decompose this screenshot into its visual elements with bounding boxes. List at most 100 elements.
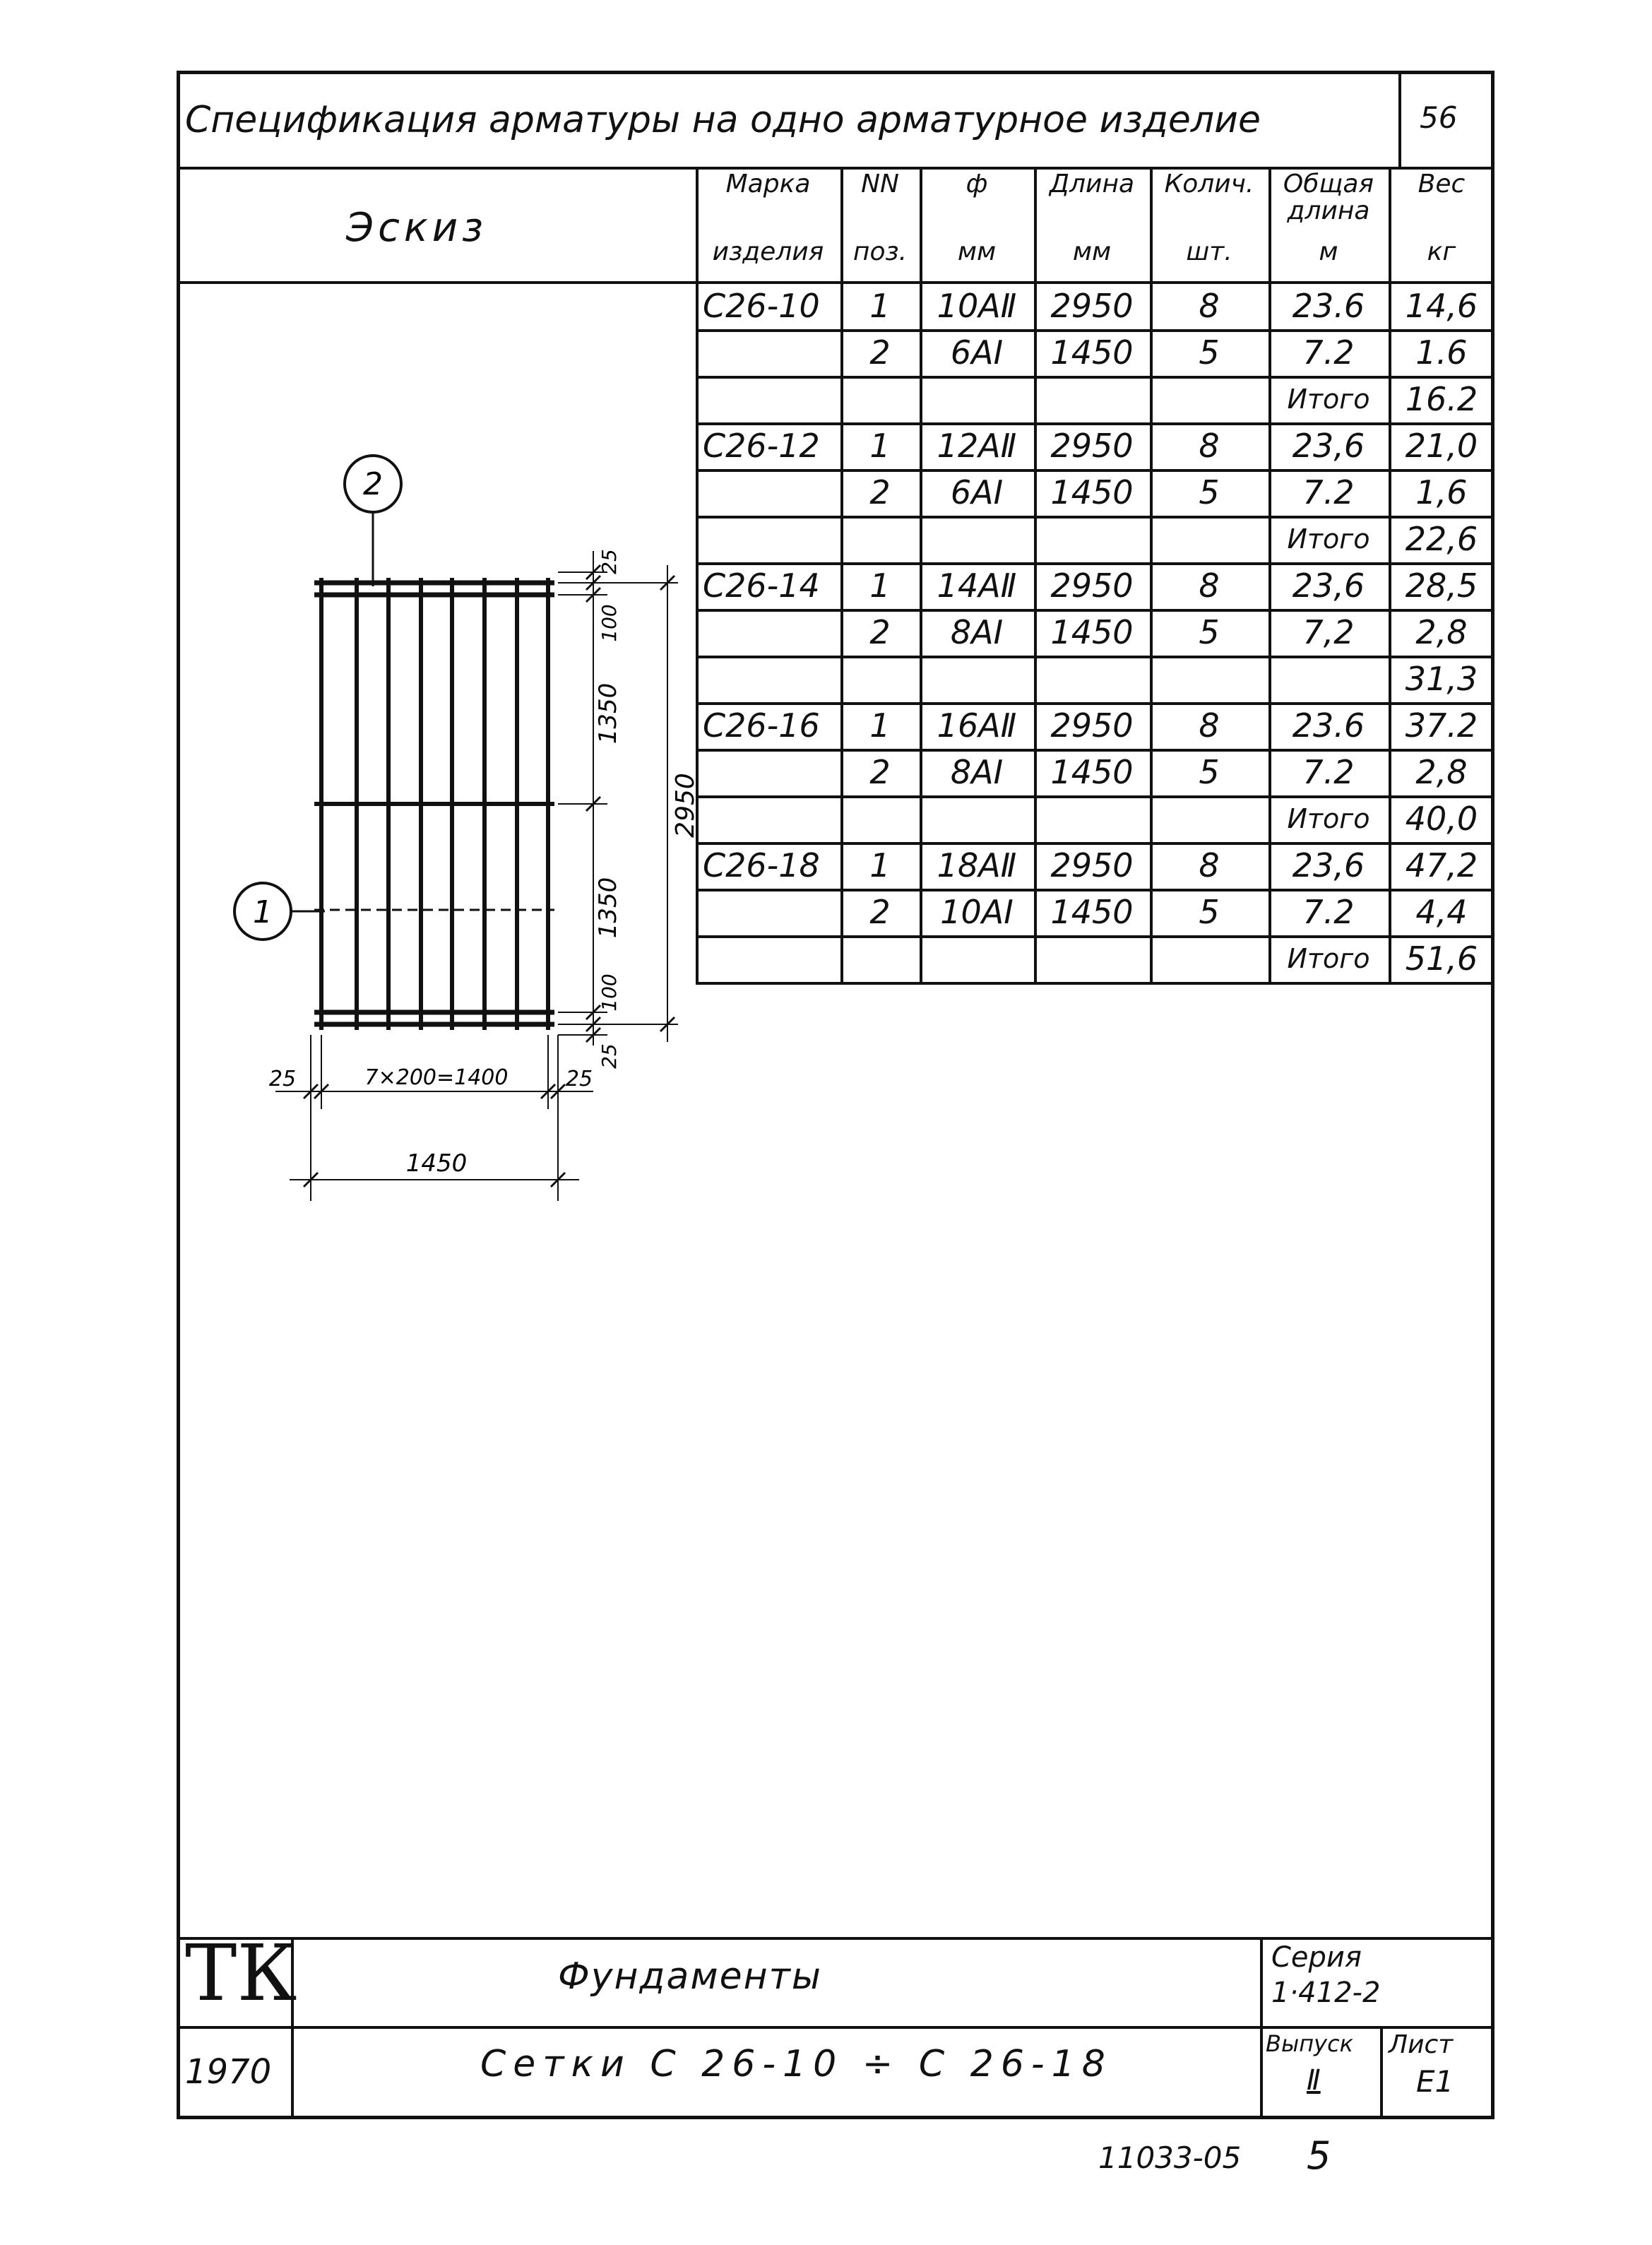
table-cell: 1 [869, 567, 891, 605]
dim-25-bottom: 25 [598, 1043, 621, 1069]
header-col-divider [1268, 167, 1271, 982]
table-cell [1034, 795, 1150, 842]
table-cell: 2950 [1050, 706, 1134, 745]
table-cell [1150, 795, 1268, 842]
table-cell: 8 [1199, 846, 1220, 884]
table-cell [696, 935, 848, 982]
table-cell: 23.6 [1292, 287, 1365, 325]
table-cell [840, 795, 920, 842]
table-cell [920, 795, 1034, 842]
dim-2950: 2950 [671, 773, 700, 838]
table-cell [696, 656, 848, 702]
table-cell: 8 [1199, 427, 1220, 465]
archive-code: 11033-05 [1098, 2140, 1242, 2175]
column-header-unit: мм [1072, 237, 1112, 266]
table-cell: 8 [1199, 567, 1220, 605]
header-col-divider [840, 167, 843, 982]
table-cell: 2950 [1050, 567, 1134, 605]
table-cell [696, 329, 848, 376]
table-cell: C26-12 [703, 427, 820, 465]
dim-25-top: 25 [598, 549, 621, 574]
table-cell: C26-18 [703, 846, 820, 884]
table-cell [696, 376, 848, 422]
table-cell: 8 [1199, 287, 1220, 325]
table-row-line [696, 795, 1494, 798]
dim-25-left: 25 [269, 1067, 296, 1091]
dim-1350-a: 1350 [594, 683, 622, 745]
table-cell: Итого [1287, 803, 1370, 834]
table-cell: 4,4 [1415, 893, 1468, 931]
table-cell: 14,6 [1405, 287, 1478, 325]
table-cell: 23.6 [1292, 706, 1365, 745]
table-cell: 1450 [1050, 473, 1134, 511]
table-cell: 1.6 [1415, 333, 1468, 372]
table-row-line [696, 422, 1494, 425]
table-cell: 2950 [1050, 427, 1134, 465]
table-cell: 51,6 [1405, 940, 1478, 978]
column-header-bottom [177, 281, 1494, 284]
sheet-label: Лист [1389, 2030, 1454, 2059]
column-header: NN [861, 170, 899, 199]
table-cell: 18AⅡ [937, 846, 1017, 884]
issue-label: Выпуск [1266, 2030, 1353, 2057]
table-cell: 6AI [950, 473, 1004, 511]
table-cell: 16AⅡ [937, 706, 1017, 745]
table-cell: 5 [1199, 753, 1220, 791]
table-cell [840, 516, 920, 562]
header-col-divider [920, 167, 922, 982]
column-header-unit: шт. [1186, 237, 1232, 266]
table-cell: 10AI [940, 893, 1014, 931]
table-cell [840, 935, 920, 982]
table-cell: Итого [1287, 943, 1370, 974]
table-cell: 40,0 [1405, 800, 1478, 838]
dim-1350-b: 1350 [594, 877, 622, 939]
table-cell [696, 795, 848, 842]
table-row-line [696, 702, 1494, 705]
column-header-unit: м [1319, 237, 1338, 266]
table-row-line [696, 469, 1494, 472]
table-cell: 1 [869, 287, 891, 325]
table-cell: 7.2 [1302, 333, 1355, 372]
project-title: Фундаменты [558, 1955, 822, 1998]
table-cell: C26-16 [703, 706, 820, 745]
dim-1450: 1450 [406, 1149, 468, 1178]
title-block-sheet-divider [1380, 2026, 1383, 2119]
table-cell: 2 [869, 893, 891, 931]
page-number: 56 [1420, 100, 1458, 135]
table-cell [696, 749, 848, 795]
header-bottom-line [177, 167, 1494, 170]
table-cell: Итого [1287, 523, 1370, 555]
series-value: 1·412-2 [1271, 1977, 1381, 2009]
table-cell [1150, 656, 1268, 702]
table-cell: 12AⅡ [937, 427, 1017, 465]
table-cell: 47,2 [1405, 846, 1478, 884]
table-row-line [696, 889, 1494, 892]
column-header: Общая длина [1283, 170, 1374, 225]
table-cell: 5 [1199, 893, 1220, 931]
sheet-value: Е1 [1416, 2064, 1454, 2099]
table-cell: 1450 [1050, 333, 1134, 372]
table-cell [920, 935, 1034, 982]
table-cell: 2 [869, 473, 891, 511]
table-row-line [696, 376, 1494, 379]
title-block-mid [177, 2026, 1494, 2029]
table-cell [1034, 516, 1150, 562]
table-cell [696, 516, 848, 562]
table-cell [1150, 516, 1268, 562]
sketch-label: Эскиз [346, 205, 487, 251]
table-cell: 1450 [1050, 753, 1134, 791]
series-label: Серия [1271, 1941, 1362, 1974]
dim-25-right: 25 [566, 1067, 593, 1091]
callout-1: 1 [253, 894, 273, 930]
table-cell: 2,8 [1415, 753, 1468, 791]
table-cell: 5 [1199, 473, 1220, 511]
table-cell [840, 376, 920, 422]
table-cell: 6AI [950, 333, 1004, 372]
column-header: ф [965, 170, 988, 199]
table-cell: 23,6 [1292, 427, 1365, 465]
table-cell: 23,6 [1292, 846, 1365, 884]
drawing-frame [177, 71, 1494, 2119]
table-row-line [696, 562, 1494, 565]
table-cell: 37.2 [1405, 706, 1478, 745]
column-header-unit: мм [957, 237, 997, 266]
